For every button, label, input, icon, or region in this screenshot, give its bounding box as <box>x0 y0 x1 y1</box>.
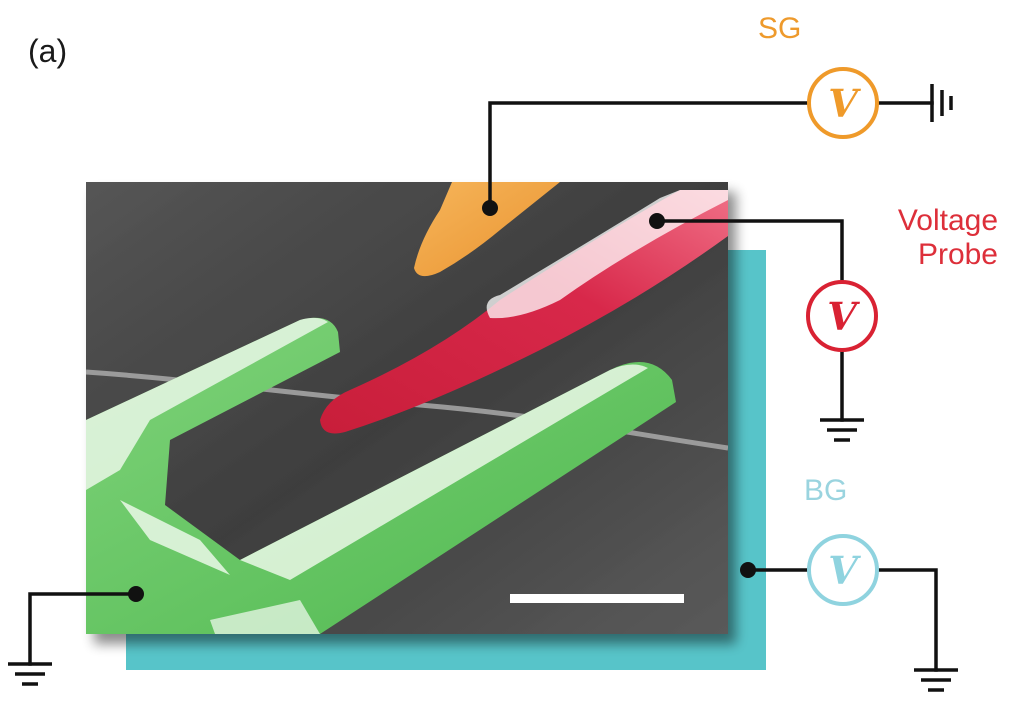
voltage-probe-label-line1: Voltage <box>897 204 998 237</box>
voltage-probe-wire <box>655 219 844 282</box>
panel-label: (a) <box>28 33 68 69</box>
side-gate-meter-symbol: V <box>828 81 861 126</box>
side-gate-voltmeter-icon: V <box>807 67 879 139</box>
voltage-probe-voltmeter-icon: V <box>806 280 878 352</box>
contact-dots <box>128 200 756 602</box>
wiring <box>28 101 938 672</box>
ground-symbol-icon <box>930 84 953 122</box>
voltage-probe-label-line2: Probe <box>917 237 998 271</box>
ground-symbol-icon <box>820 418 864 442</box>
back-gate-ground-wire <box>878 568 938 672</box>
scale-bar <box>510 594 684 603</box>
back-gate-label: BG <box>804 474 848 507</box>
contact-ground-wire <box>28 592 138 666</box>
side-gate-label: SG <box>758 12 802 45</box>
ground-symbol-icon <box>8 662 52 686</box>
side-gate-electrode <box>414 182 560 277</box>
back-gate-voltmeter-icon: V <box>807 534 879 606</box>
side-gate-wire <box>488 101 809 210</box>
ground-symbol-icon <box>914 668 958 692</box>
back-gate-meter-symbol: V <box>828 548 861 593</box>
voltage-probe-meter-symbol: V <box>827 294 860 339</box>
ground-contacts <box>86 317 676 634</box>
voltage-probe-label: Voltage Probe <box>874 204 998 271</box>
